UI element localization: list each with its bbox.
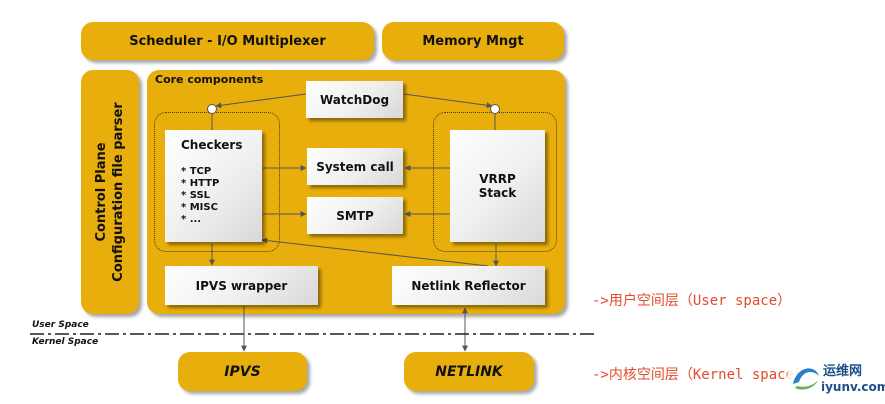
watermark-line2: iyunv.com <box>821 380 885 394</box>
netlink-kernel-box: NETLINK <box>404 352 534 391</box>
watermark-swirl-icon <box>787 360 823 396</box>
netlink-reflector-box: Netlink Reflector <box>392 266 545 305</box>
kernel-space-note: ->内核空间层（Kernel space） <box>592 367 809 383</box>
ipvs-wrapper-label: IPVS wrapper <box>195 278 288 293</box>
user-space-note: ->用户空间层（User space） <box>592 293 792 309</box>
kernel-space-label: Kernel Space <box>32 337 99 347</box>
checker-item-tcp: * TCP <box>181 166 212 177</box>
checker-item-ssl: * SSL <box>181 190 211 201</box>
netlink-reflector-label: Netlink Reflector <box>411 278 526 293</box>
smtp-box: SMTP <box>307 197 403 234</box>
watchdog-box: WatchDog <box>306 81 403 118</box>
scheduler-box: Scheduler - I/O Multiplexer <box>81 22 374 60</box>
vrrp-label: VRRP <box>479 172 516 186</box>
smtp-label: SMTP <box>336 208 374 223</box>
ipvs-kernel-box: IPVS <box>178 352 307 391</box>
checkers-title: Checkers <box>181 138 243 152</box>
system-call-label: System call <box>316 159 394 174</box>
control-plane-box: Control Plane Configuration file parser <box>81 70 139 314</box>
memory-mngt-label: Memory Mngt <box>422 33 524 49</box>
system-call-box: System call <box>307 148 403 185</box>
scheduler-label: Scheduler - I/O Multiplexer <box>129 33 326 49</box>
vrrp-stack-box: VRRP Stack <box>450 130 545 242</box>
core-components-title: Core components <box>155 73 264 86</box>
checker-item-more: * ... <box>181 214 202 225</box>
memory-mngt-box: Memory Mngt <box>382 22 564 60</box>
watermark-line1: 运维网 <box>823 364 863 379</box>
checkers-group-outline <box>154 112 280 252</box>
watermark-logo: 运维网 iyunv.com <box>785 352 885 404</box>
checker-item-http: * HTTP <box>181 178 220 189</box>
checkers-knob-icon <box>207 104 217 114</box>
checkers-box: Checkers * TCP * HTTP * SSL * MISC * ... <box>165 130 262 242</box>
watchdog-label: WatchDog <box>319 92 390 107</box>
netlink-kernel-label: NETLINK <box>435 363 503 380</box>
ipvs-wrapper-box: IPVS wrapper <box>165 266 318 305</box>
stack-label: Stack <box>478 186 517 200</box>
vrrp-knob-icon <box>490 104 500 114</box>
checker-item-misc: * MISC <box>181 202 218 213</box>
ipvs-kernel-label: IPVS <box>224 363 261 380</box>
user-space-label: User Space <box>32 320 89 330</box>
